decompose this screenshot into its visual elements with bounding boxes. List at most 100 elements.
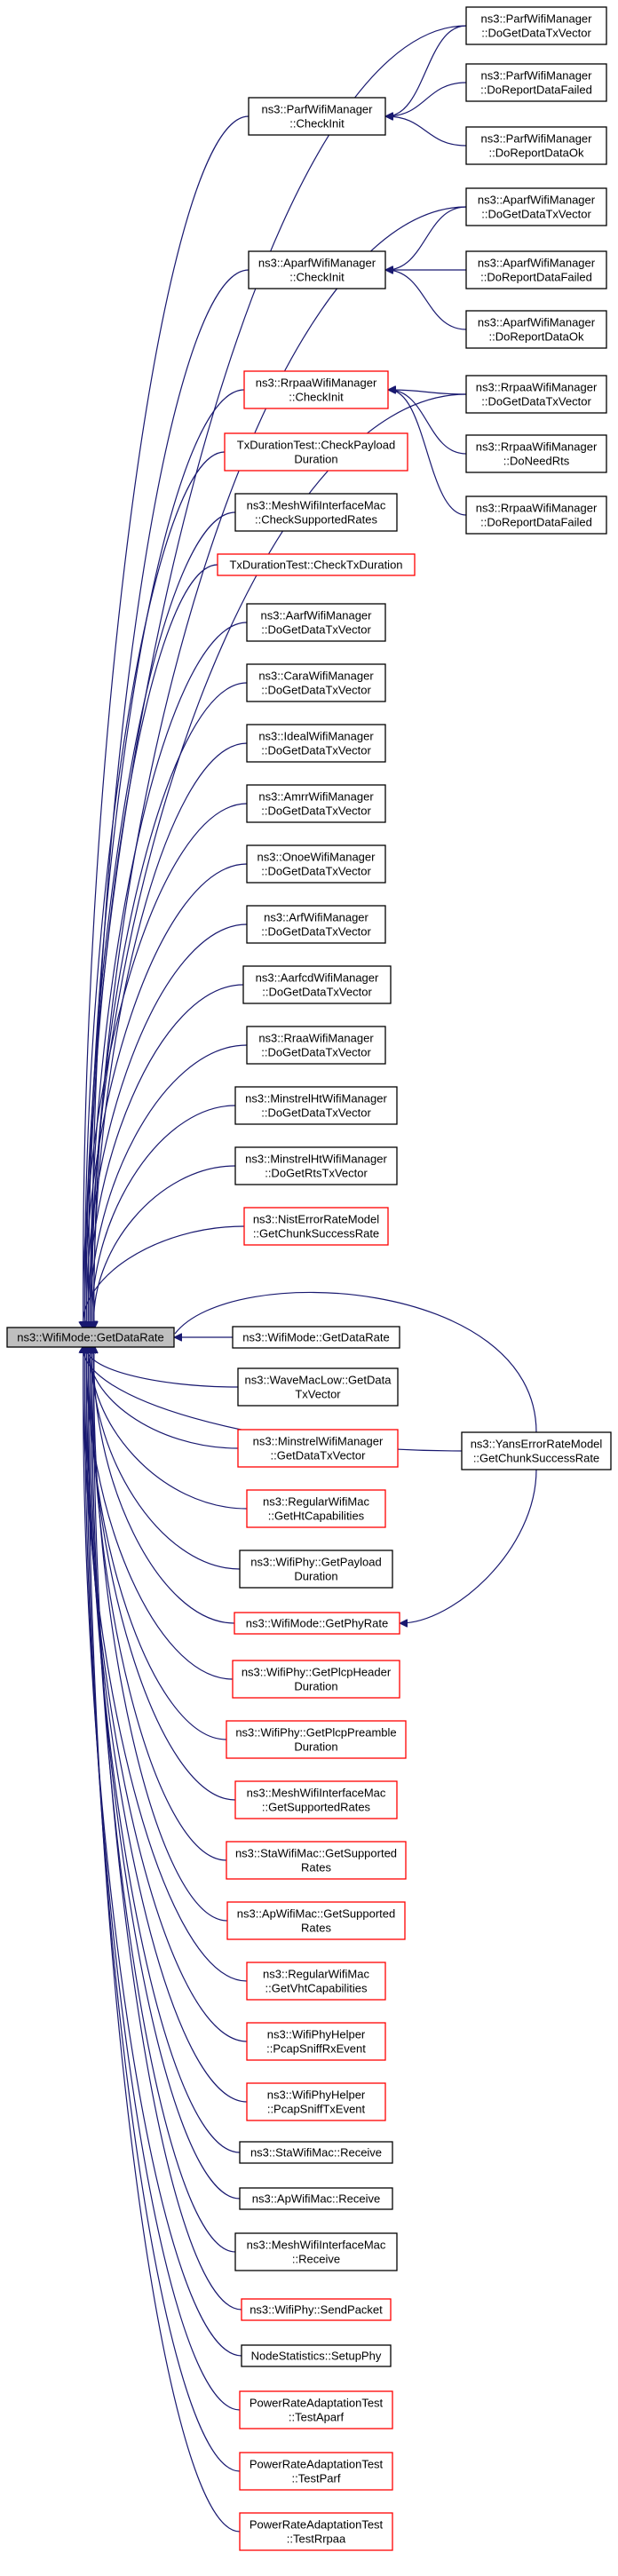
node-box xyxy=(246,1026,386,1065)
graph-node-regular-gethtcap[interactable]: ns3::RegularWifiMac::GetHtCapabilities xyxy=(246,1489,386,1528)
graph-node-phyhelper-rx[interactable]: ns3::WifiPhyHelper::PcapSniffRxEvent xyxy=(246,2022,386,2061)
node-box xyxy=(241,2344,392,2367)
graph-node-mesh-getsupported[interactable]: ns3::MeshWifiInterfaceMac::GetSupportedR… xyxy=(234,1780,398,1819)
node-box xyxy=(224,432,408,472)
graph-node-root[interactable]: ns3::WifiMode::GetDataRate xyxy=(6,1327,175,1348)
node-box xyxy=(237,1367,399,1407)
node-label-line: ::DoGetDataTxVector xyxy=(261,1046,371,1059)
graph-node-ideal-dogetdatatx[interactable]: ns3::IdealWifiManager::DoGetDataTxVector xyxy=(246,724,386,763)
graph-node-rrpaa-checkinit[interactable]: ns3::RrpaaWifiManager::CheckInit xyxy=(243,370,389,409)
graph-node-yans-getchunk[interactable]: ns3::YansErrorRateModel::GetChunkSuccess… xyxy=(461,1431,612,1470)
graph-node-minstrel-getdatatx[interactable]: ns3::MinstrelWifiManager::GetDataTxVecto… xyxy=(237,1429,399,1468)
node-label-line: ns3::StaWifiMac::GetSupported xyxy=(235,1847,397,1860)
graph-node-pra-testparf[interactable]: PowerRateAdaptationTest::TestParf xyxy=(239,2452,393,2491)
graph-node-aparf-doreportok[interactable]: ns3::AparfWifiManager::DoReportDataOk xyxy=(465,310,607,349)
node-box xyxy=(465,187,607,226)
graph-node-arf-dogetdatatx[interactable]: ns3::ArfWifiManager::DoGetDataTxVector xyxy=(246,905,386,944)
node-label-line: ns3::WifiPhy::GetPlcpHeader xyxy=(242,1666,392,1679)
node-label-line: ns3::MinstrelHtWifiManager xyxy=(245,1092,387,1106)
graph-node-wavemaclow-getdatatx[interactable]: ns3::WaveMacLow::GetDataTxVector xyxy=(237,1367,399,1407)
graph-node-sta-receive[interactable]: ns3::StaWifiMac::Receive xyxy=(239,2141,393,2164)
graph-node-rrpaa-doreportfailed[interactable]: ns3::RrpaaWifiManager::DoReportDataFaile… xyxy=(465,495,607,535)
graph-node-nodestats-setupphy[interactable]: NodeStatistics::SetupPhy xyxy=(241,2344,392,2367)
node-label-line: PowerRateAdaptationTest xyxy=(250,2518,384,2532)
node-box xyxy=(246,2022,386,2061)
edge-wavemaclow-getdatatx-to-root xyxy=(87,1346,239,1388)
graph-node-aparf-doreportfailed[interactable]: ns3::AparfWifiManager::DoReportDataFaile… xyxy=(465,250,607,289)
graph-node-minstrelht-dogetdatatx[interactable]: ns3::MinstrelHtWifiManager::DoGetDataTxV… xyxy=(234,1086,398,1125)
node-label-line: ::CheckInit xyxy=(289,391,344,404)
node-label-line: ::DoGetDataTxVector xyxy=(261,623,371,637)
graph-node-parf-doreportfailed[interactable]: ns3::ParfWifiManager::DoReportDataFailed xyxy=(465,63,607,102)
graph-node-rraa-dogetdatatx[interactable]: ns3::RraaWifiManager::DoGetDataTxVector xyxy=(246,1026,386,1065)
node-label-line: ns3::RraaWifiManager xyxy=(258,1032,374,1045)
node-label-line: ::PcapSniffRxEvent xyxy=(266,2042,366,2056)
node-label-line: Rates xyxy=(301,1861,331,1875)
edge-rrpaa-checkinit-to-root xyxy=(89,389,245,1328)
graph-node-amrr-dogetdatatx[interactable]: ns3::AmrrWifiManager::DoGetDataTxVector xyxy=(246,784,386,823)
graph-node-mesh-checksupported[interactable]: ns3::MeshWifiInterfaceMac::CheckSupporte… xyxy=(234,493,398,532)
node-label-line: ns3::ParfWifiManager xyxy=(481,69,593,83)
edge-cara-dogetdatatx-to-root xyxy=(92,682,248,1328)
graph-node-wifimode-getdatarate[interactable]: ns3::WifiMode::GetDataRate xyxy=(232,1326,400,1349)
graph-node-parf-checkinit[interactable]: ns3::ParfWifiManager::CheckInit xyxy=(248,97,386,136)
node-label-line: ns3::MinstrelHtWifiManager xyxy=(245,1153,387,1166)
graph-node-nist-getchunk[interactable]: ns3::NistErrorRateModel::GetChunkSuccess… xyxy=(243,1207,389,1246)
node-label-line: ::DoGetDataTxVector xyxy=(261,684,371,697)
graph-node-txdur-checktxduration[interactable]: TxDurationTest::CheckTxDuration xyxy=(217,553,416,576)
graph-node-pra-testaparf[interactable]: PowerRateAdaptationTest::TestAparf xyxy=(239,2390,393,2429)
graph-node-wifimode-getphyrate[interactable]: ns3::WifiMode::GetPhyRate xyxy=(234,1612,400,1635)
graph-node-phyhelper-tx[interactable]: ns3::WifiPhyHelper::PcapSniffTxEvent xyxy=(246,2082,386,2121)
node-label-line: ::TestParf xyxy=(292,2472,341,2485)
graph-node-wifiphy-sendpacket[interactable]: ns3::WifiPhy::SendPacket xyxy=(241,2298,392,2321)
node-box xyxy=(234,1780,398,1819)
node-box xyxy=(246,603,386,642)
graph-node-parf-dogetdatatx[interactable]: ns3::ParfWifiManager::DoGetDataTxVector xyxy=(465,6,607,45)
graph-node-rrpaa-dogetdatatx[interactable]: ns3::RrpaaWifiManager::DoGetDataTxVector xyxy=(465,375,607,414)
node-label-line: ns3::WaveMacLow::GetData xyxy=(245,1374,392,1387)
edge-nodestats-setupphy-to-root xyxy=(83,1346,242,2357)
edge-mesh-receive-to-root xyxy=(92,1346,236,2253)
node-box xyxy=(248,250,386,289)
graph-node-aarf-dogetdatatx[interactable]: ns3::AarfWifiManager::DoGetDataTxVector xyxy=(246,603,386,642)
edge-parf-doreportfailed-to-parf-checkinit xyxy=(386,82,467,116)
node-label-line: ::DoReportDataOk xyxy=(489,330,584,344)
node-label-line: ::DoGetDataTxVector xyxy=(261,805,371,818)
graph-node-pra-testrrpaa[interactable]: PowerRateAdaptationTest::TestRrpaa xyxy=(239,2512,393,2551)
node-box xyxy=(241,2298,392,2321)
node-label-line: ::CheckInit xyxy=(289,117,345,131)
graph-node-aparf-dogetdatatx[interactable]: ns3::AparfWifiManager::DoGetDataTxVector xyxy=(465,187,607,226)
graph-node-ap-getsupported[interactable]: ns3::ApWifiMac::GetSupportedRates xyxy=(226,1901,406,1940)
graph-node-regular-getvhtcap[interactable]: ns3::RegularWifiMac::GetVhtCapabilities xyxy=(246,1962,386,2001)
node-label-line: ns3::ParfWifiManager xyxy=(262,103,374,116)
graph-node-aparf-checkinit[interactable]: ns3::AparfWifiManager::CheckInit xyxy=(248,250,386,289)
graph-node-aarfcd-dogetdatatx[interactable]: ns3::AarfcdWifiManager::DoGetDataTxVecto… xyxy=(242,965,392,1004)
graph-node-minstrelht-dogetrts[interactable]: ns3::MinstrelHtWifiManager::DoGetRtsTxVe… xyxy=(234,1146,398,1185)
node-label-line: ns3::AparfWifiManager xyxy=(258,257,376,270)
graph-node-mesh-receive[interactable]: ns3::MeshWifiInterfaceMac::Receive xyxy=(234,2232,398,2271)
node-label-line: ns3::OnoeWifiManager xyxy=(258,851,376,864)
node-label-line: ns3::WifiMode::GetDataRate xyxy=(242,1331,389,1344)
node-box xyxy=(234,1086,398,1125)
node-label-line: ::DoReportDataFailed xyxy=(480,83,592,97)
node-box xyxy=(234,2232,398,2271)
node-label-line: ns3::RrpaaWifiManager xyxy=(476,381,598,394)
graph-node-ap-receive[interactable]: ns3::ApWifiMac::Receive xyxy=(239,2187,393,2210)
graph-node-cara-dogetdatatx[interactable]: ns3::CaraWifiManager::DoGetDataTxVector xyxy=(246,663,386,702)
node-label-line: ns3::MinstrelWifiManager xyxy=(253,1435,384,1448)
node-label-line: ns3::MeshWifiInterfaceMac xyxy=(247,1787,386,1800)
edge-sta-receive-to-root xyxy=(89,1346,241,2153)
graph-node-parf-doreportok[interactable]: ns3::ParfWifiManager::DoReportDataOk xyxy=(465,126,607,165)
node-label-line: ::DoGetRtsTxVector xyxy=(265,1167,368,1180)
graph-node-rrpaa-doneedrts[interactable]: ns3::RrpaaWifiManager::DoNeedRts xyxy=(465,434,607,473)
node-label-line: ns3::AmrrWifiManager xyxy=(258,790,374,804)
graph-node-onoe-dogetdatatx[interactable]: ns3::OnoeWifiManager::DoGetDataTxVector xyxy=(246,844,386,884)
edge-parf-checkinit-to-root xyxy=(83,115,250,1328)
node-label-line: ns3::AarfWifiManager xyxy=(261,609,373,622)
graph-node-sta-getsupported[interactable]: ns3::StaWifiMac::GetSupportedRates xyxy=(226,1841,407,1880)
